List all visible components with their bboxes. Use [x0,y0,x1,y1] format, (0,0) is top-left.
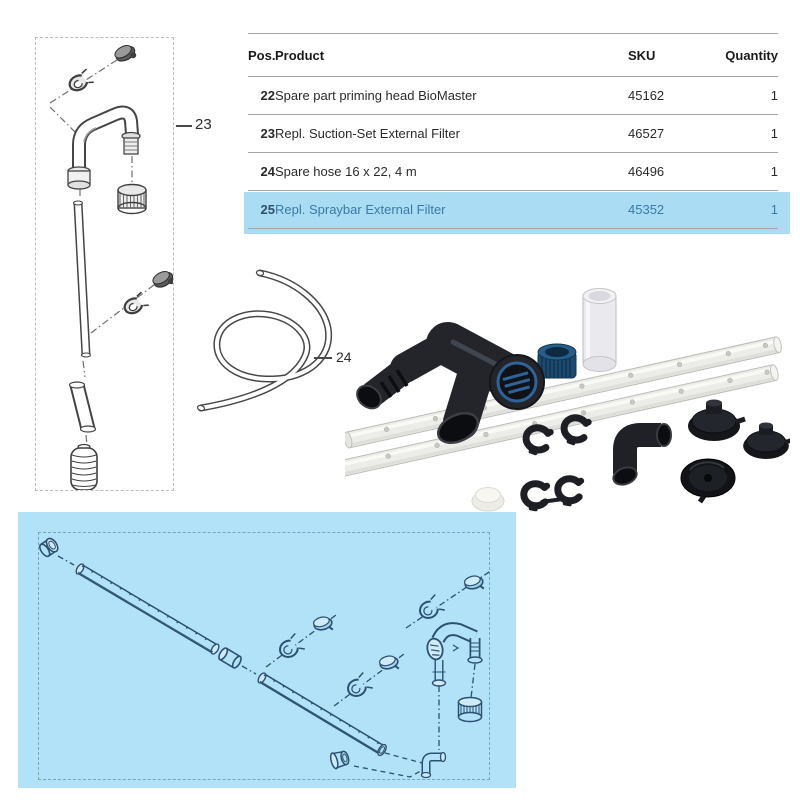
suction-cup-icon [150,267,177,293]
union-nut-drawing [457,696,483,723]
quantity-cell: 1 [686,152,778,191]
outlet-u-pipe [67,105,141,190]
callout-leader-23 [176,125,192,127]
tube-sleeve [218,647,242,669]
hose-clip-icon [120,290,151,318]
suction-cup-front [680,458,736,504]
sku-cell: 45352 [628,190,686,229]
spare-hose-line-art [196,269,333,412]
pos-cell: 22 [248,76,275,115]
spraybar-line-art [38,537,493,779]
pipe-clip [555,474,585,508]
col-header-sku: SKU [628,33,686,77]
suction-cup-icon [112,41,139,67]
parts-table: Pos. Product SKU Quantity 22 Spare part … [248,33,778,229]
table-row[interactable]: 22 Spare part priming head BioMaster 451… [248,76,778,115]
extension-tube [68,381,97,433]
table-row[interactable]: 23 Repl. Suction-Set External Filter 465… [248,114,778,153]
sku-cell: 46496 [628,152,686,191]
product-cell: Spare part priming head BioMaster [275,76,628,115]
callout-label-23: 23 [195,116,212,133]
assembly-dashed-lines [353,752,425,778]
pipe-clip-drawing [415,592,447,622]
spraybar-tube-drawing [75,563,220,655]
intake-tube [72,200,92,358]
outlet-connector [356,322,545,445]
product-cell: Repl. Suction-Set External Filter [275,114,628,153]
union-nut [117,183,147,215]
col-header-pos: Pos. [248,33,275,77]
suction-cup [688,399,746,441]
elbow-drawing [420,751,447,779]
quantity-cell: 1 [686,190,778,229]
spraybar-tube-drawing [257,672,387,757]
pos-cell: 24 [248,152,275,191]
strainer [70,443,98,491]
spraybar-product-photo [345,288,790,520]
suction-set-diagram-box [35,37,177,491]
elbow-connector [612,423,672,486]
spraybar-diagram-border [38,532,490,780]
table-row-selected[interactable]: 25 Repl. Spraybar External Filter 45352 … [248,190,778,229]
suction-set-line-art [49,41,177,491]
assembly-dash-lines [57,555,493,750]
white-end-cap [471,487,505,512]
quantity-cell: 1 [686,76,778,115]
clear-connector-tube [582,288,617,372]
quantity-cell: 1 [686,114,778,153]
callout-label-24: 24 [336,349,352,365]
outlet-connector-drawing [426,622,483,687]
pos-cell: 23 [248,114,275,153]
sku-cell: 46527 [628,114,686,153]
end-cap [329,750,350,770]
end-cap [38,537,59,558]
table-header-row: Pos. Product SKU Quantity [248,33,778,77]
suction-cup-drawing [311,613,335,636]
table-row[interactable]: 24 Spare hose 16 x 22, 4 m 46496 1 [248,152,778,191]
suction-cup [743,422,790,459]
blue-union-nut [537,343,577,379]
pipe-clip [521,479,551,513]
product-cell: Repl. Spraybar External Filter [275,190,628,229]
col-header-product: Product [275,33,628,77]
spraybar-diagram-panel [18,512,516,788]
pos-cell: 25 [248,190,275,229]
callout-leader-24 [314,357,332,359]
sku-cell: 45162 [628,76,686,115]
product-cell: Spare hose 16 x 22, 4 m [275,152,628,191]
col-header-quantity: Quantity [686,33,778,77]
